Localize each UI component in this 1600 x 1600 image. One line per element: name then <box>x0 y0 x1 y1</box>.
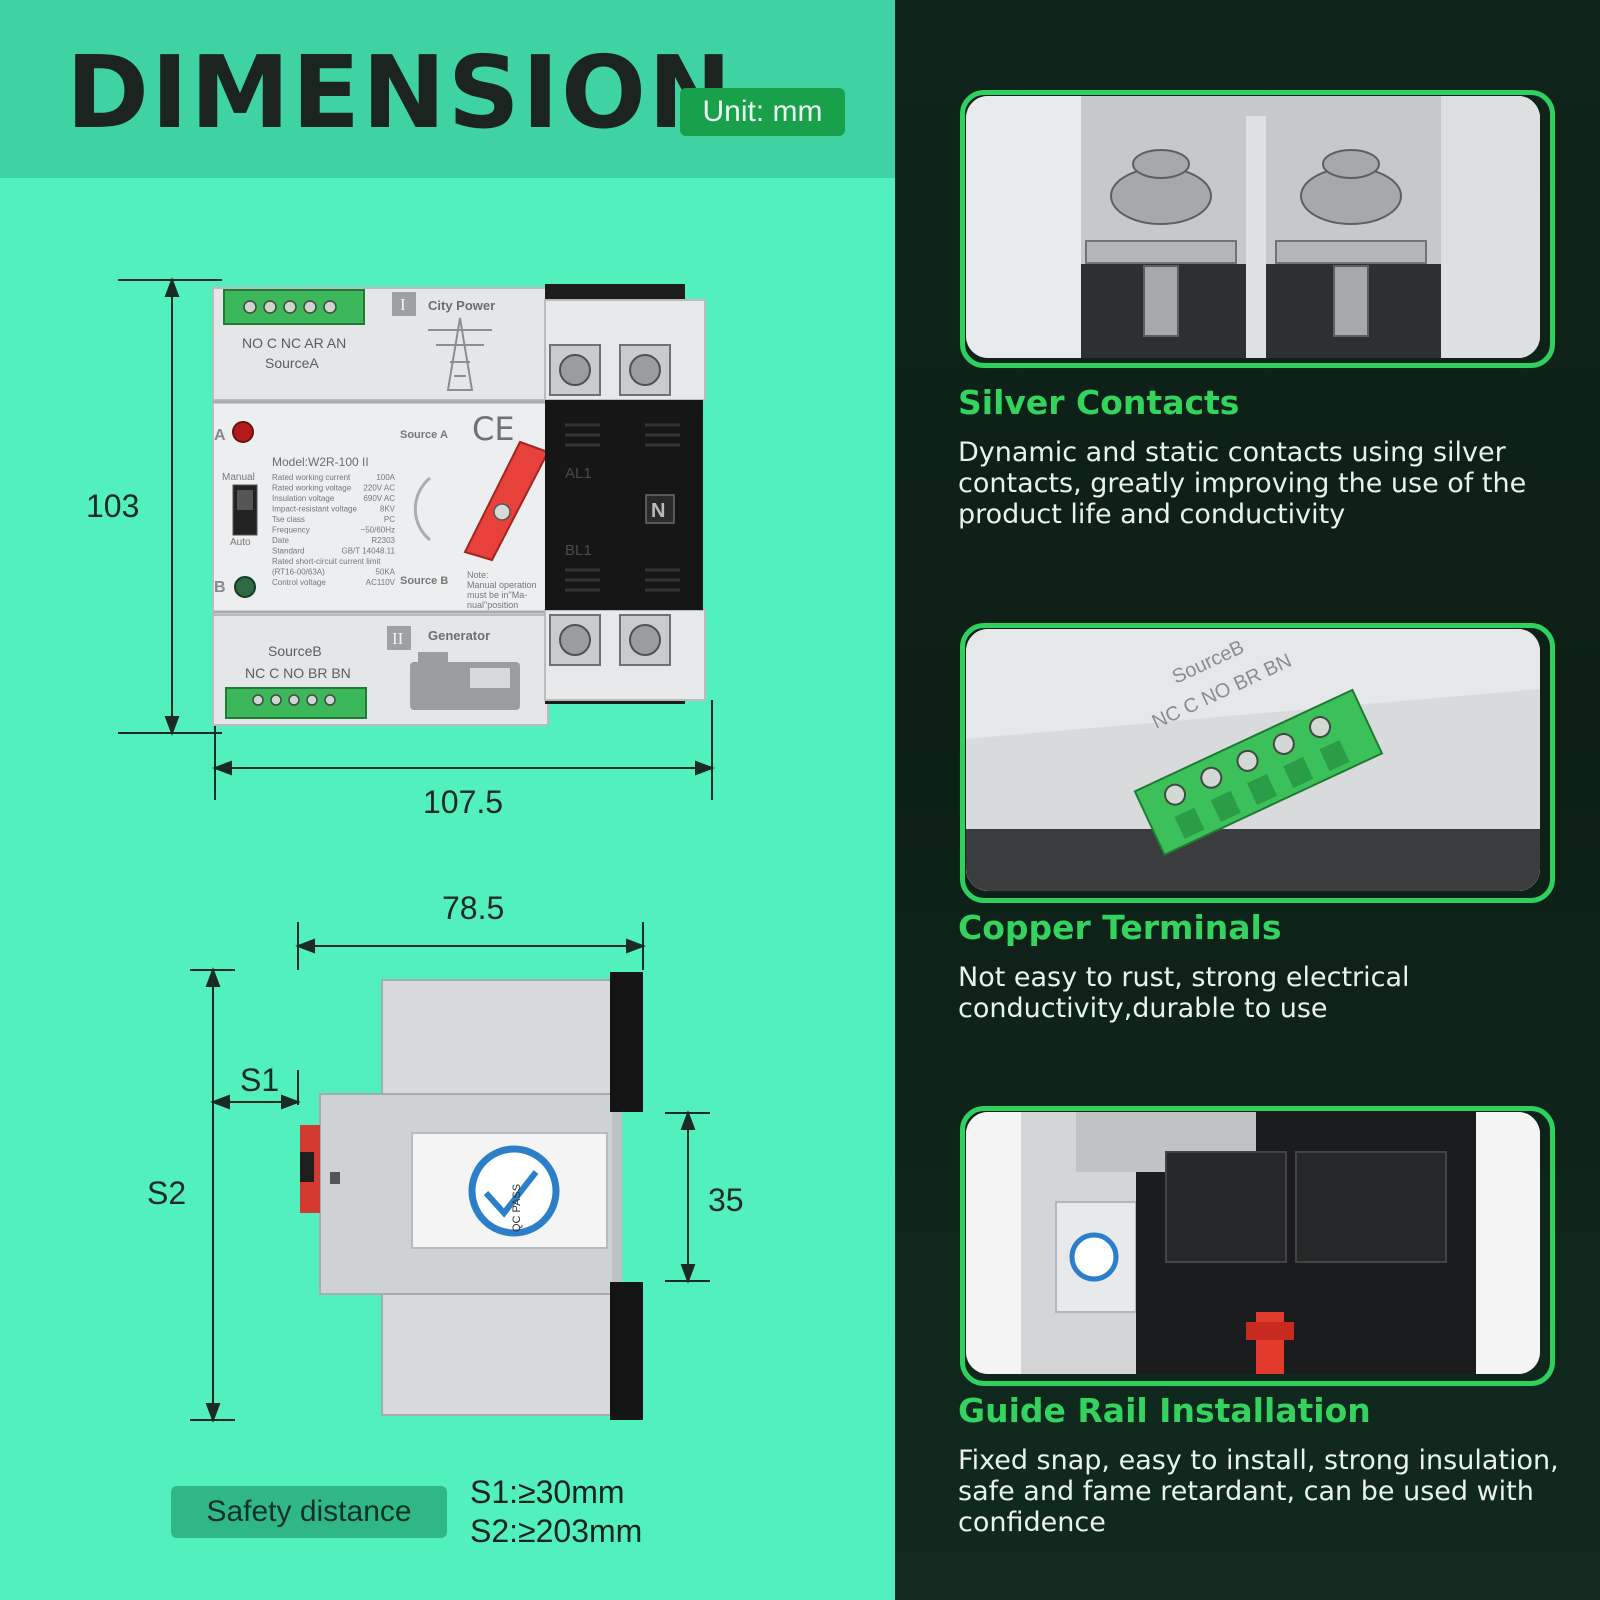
spec-name: Date <box>272 536 289 545</box>
side-view-drawing: QC PASS <box>190 922 710 1423</box>
feature-1-title: Silver Contacts <box>958 383 1240 422</box>
spec-value: 8KV <box>380 505 396 514</box>
height-dimension-line <box>118 277 222 736</box>
terminal-a-label: NO C NC AR AN <box>242 335 346 351</box>
depth-dimension-line <box>295 922 646 970</box>
note-line: Note: <box>467 570 489 580</box>
spec-name: Rated working voltage <box>272 484 352 493</box>
safety-distance-badge: Safety distance <box>171 1486 447 1538</box>
width-dimension-line <box>212 700 715 800</box>
spec-name: Rated working current <box>272 473 351 482</box>
feature-2-title: Copper Terminals <box>958 908 1282 947</box>
main-terminal-column <box>544 284 706 704</box>
copper-terminals-photo: SourceB NC C NO BR BN <box>966 629 1540 891</box>
safety-s2-value: S2:≥203mm <box>470 1513 643 1549</box>
generator-icon <box>410 652 520 710</box>
generator-label: Generator <box>428 628 490 643</box>
terminal-b-label: NC C NO BR BN <box>245 665 351 681</box>
feature-3-description: Fixed snap, easy to install, strong insu… <box>958 1445 1559 1538</box>
silver-contacts-photo <box>966 96 1540 358</box>
spec-value: AC110V <box>366 578 396 587</box>
photo-3-accent <box>960 1106 1555 1386</box>
s1-dimension-label: S1 <box>240 1062 280 1098</box>
source-a-label: SourceA <box>265 355 319 371</box>
manual-label: Manual <box>222 472 255 483</box>
source-b-label: SourceB <box>268 643 322 659</box>
spec-value: PC <box>384 515 395 524</box>
feature-1-description: Dynamic and static contacts using silver… <box>958 437 1527 530</box>
spec-name: Tse class <box>272 515 305 524</box>
red-handle-icon <box>463 440 550 562</box>
source-b-switch-label: Source B <box>400 575 448 587</box>
spec-value: 100A <box>376 473 395 482</box>
qc-pass-label: QC PASS <box>511 1184 523 1232</box>
ce-mark: CE <box>472 410 515 448</box>
depth-dimension-label: 78.5 <box>442 890 505 926</box>
safety-s1-value: S1:≥30mm <box>470 1474 625 1510</box>
bl1-label: BL1 <box>565 542 592 559</box>
indicator-a-led <box>232 421 254 443</box>
city-power-label: City Power <box>428 298 495 313</box>
feature-3-title: Guide Rail Installation <box>958 1391 1371 1430</box>
photo-2-accent <box>960 623 1555 903</box>
auto-label: Auto <box>230 537 251 548</box>
spec-lines: Rated working current 100A Rated working v… <box>272 473 396 587</box>
spec-name: Standard <box>272 547 304 556</box>
note-line: must be in"Ma- <box>467 590 527 600</box>
dimension-panel: DIMENSION Unit: mm <box>0 0 895 1600</box>
spec-name: Rated short-circuit current limit <box>272 557 381 566</box>
spec-value: 690V AC <box>363 494 395 503</box>
feature-2-description: Not easy to rust, strong electrical cond… <box>958 962 1410 1024</box>
spec-value: 220V AC <box>363 484 395 493</box>
spec-name: Insulation voltage <box>272 494 335 503</box>
model-label: Model:W2R-100 II <box>272 455 369 469</box>
s1-dimension-line <box>210 1070 301 1110</box>
guide-rail-illustration <box>966 1112 1540 1374</box>
indicator-a-label: A <box>214 427 226 444</box>
roman-two-label: II <box>392 629 404 648</box>
side-body <box>300 972 643 1420</box>
switch-arc-icon <box>413 476 431 542</box>
roman-one-label: I <box>400 295 406 314</box>
page-title: DIMENSION <box>66 34 734 151</box>
rail-dimension-label: 35 <box>708 1182 744 1218</box>
photo-1-accent <box>960 90 1555 368</box>
spec-name: Control voltage <box>272 578 326 587</box>
rail-dimension-line <box>665 1110 710 1284</box>
terminal-block-a <box>223 289 365 325</box>
qc-pass-badge-icon <box>468 1145 560 1237</box>
unit-badge: Unit: mm <box>680 88 845 136</box>
terminal-block-b <box>225 687 367 719</box>
spec-value: R2303 <box>371 536 395 545</box>
front-view-drawing: NO C NC AR AN SourceA I City Power A B M… <box>118 277 715 800</box>
spec-name: Impact-resistant voltage <box>272 505 357 514</box>
guide-rail-photo <box>966 1112 1540 1374</box>
indicator-b-led <box>234 576 256 598</box>
width-dimension-label: 107.5 <box>423 784 504 820</box>
s2-dimension-line <box>190 967 235 1423</box>
source-a-switch-label: Source A <box>400 429 448 441</box>
height-dimension-label: 103 <box>86 488 140 524</box>
note-line: Manual operation <box>467 580 537 590</box>
spec-value: GB/T 14048.11 <box>341 547 395 556</box>
power-tower-icon <box>428 317 492 391</box>
spec-value: ~50/60Hz <box>361 526 395 535</box>
spec-name: Frequency <box>272 526 310 535</box>
al1-label: AL1 <box>565 465 592 482</box>
s2-dimension-label: S2 <box>147 1175 187 1211</box>
spec-value: 50KA <box>375 568 395 577</box>
spec-name: (RT16-00/63A) <box>272 568 325 577</box>
silver-contacts-illustration <box>966 96 1540 358</box>
note-line: nual"position <box>467 600 518 610</box>
copper-terminals-illustration: SourceB NC C NO BR BN <box>966 629 1540 891</box>
neutral-label: N <box>651 500 665 522</box>
indicator-b-label: B <box>214 579 226 596</box>
